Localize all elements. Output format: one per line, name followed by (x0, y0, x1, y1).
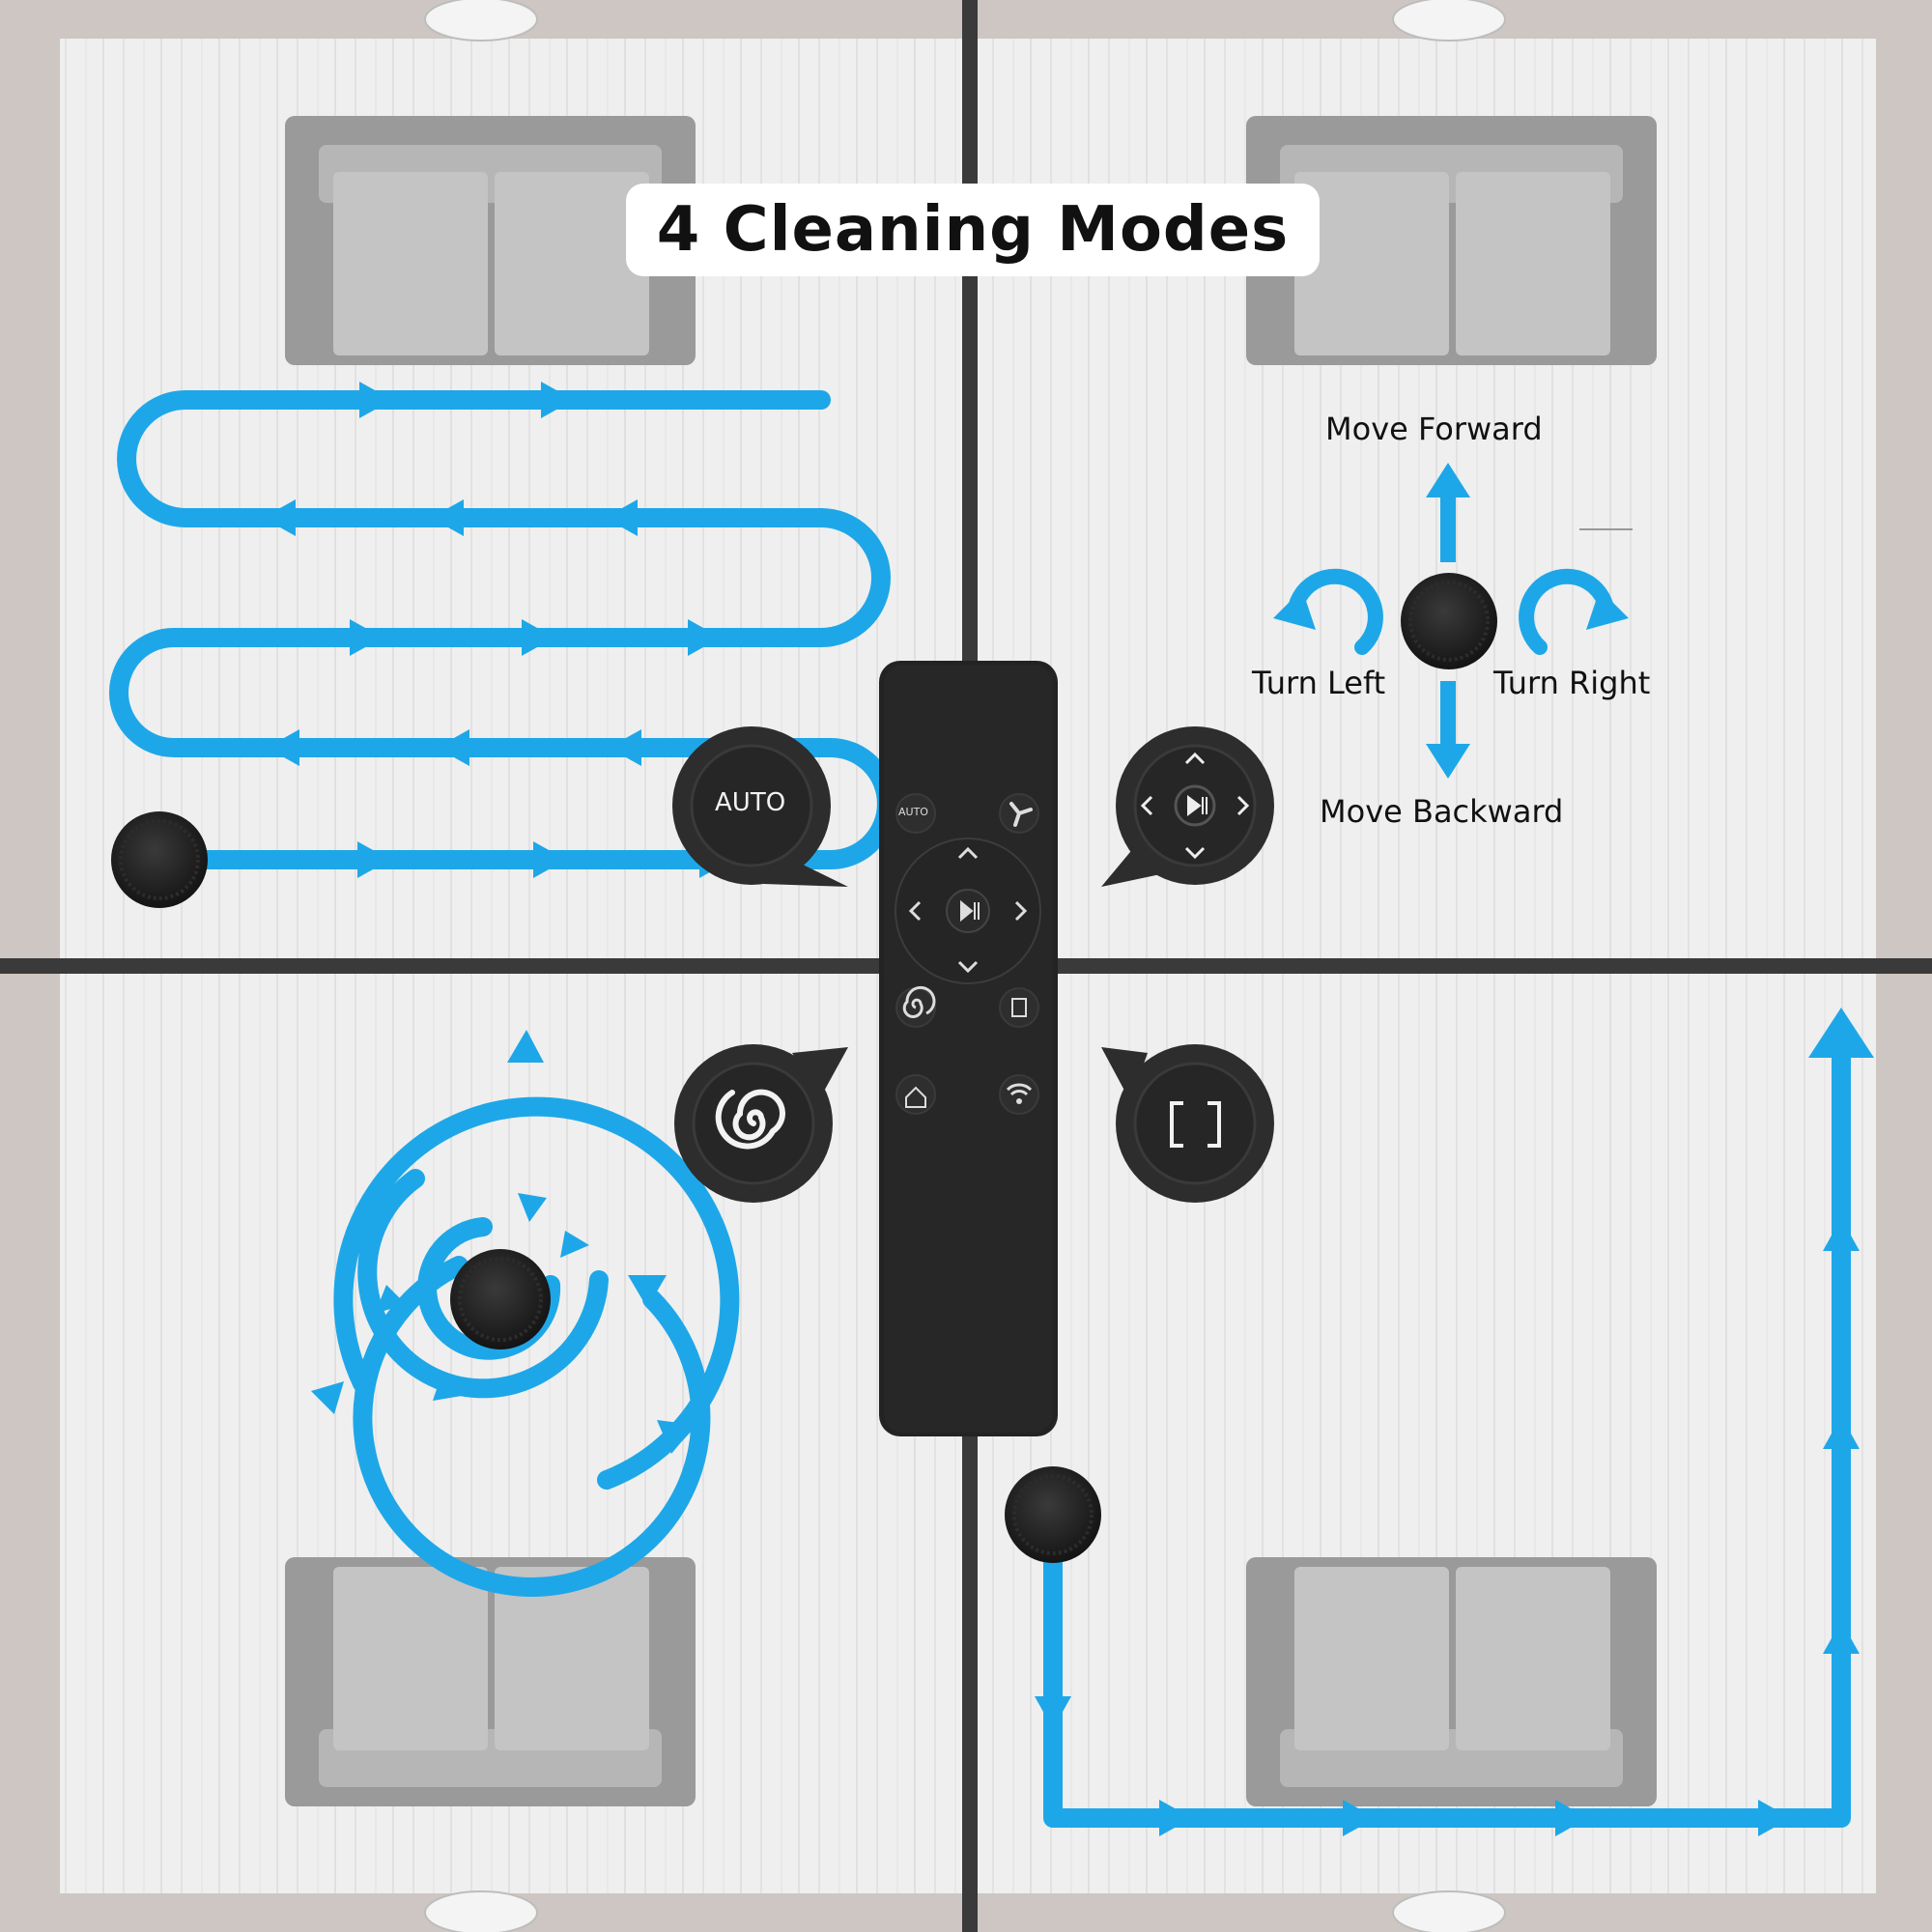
callout-auto (672, 726, 848, 887)
sofa-top-left (285, 116, 696, 365)
move-backward-label: Move Backward (1320, 793, 1564, 830)
callout-auto-label: AUTO (715, 788, 786, 817)
sofa-bottom-right (1246, 1557, 1657, 1806)
robot-vacuum-spiral (450, 1249, 551, 1350)
spiral-arrows (311, 1030, 696, 1454)
robot-vacuum-zigzag (111, 811, 208, 908)
turn-left-label: Turn Left (1252, 665, 1386, 701)
callout-spiral (674, 1044, 848, 1203)
callout-manual (1101, 726, 1274, 887)
spiral-path (333, 1096, 740, 1597)
zigzag-path (109, 390, 896, 869)
remote-edge-button (999, 987, 1039, 1028)
robot-vacuum-manual (1401, 573, 1497, 669)
callout-edge (1101, 1044, 1274, 1203)
robot-vacuum-edge (1005, 1466, 1101, 1563)
turn-left-arrowhead (1273, 589, 1316, 630)
edge-arrows (1035, 1008, 1874, 1836)
spiral-icon (715, 1089, 785, 1150)
lamp-icon (424, 0, 1506, 1932)
remote-auto-label: AUTO (898, 806, 928, 818)
remote-auto-button (895, 793, 936, 834)
remote-control (879, 661, 1058, 1436)
edge-icon (1170, 1101, 1221, 1148)
sofa-bottom-left (285, 1557, 696, 1806)
turn-right-arrowhead (1586, 589, 1629, 630)
move-forward-label: Move Forward (1325, 411, 1543, 447)
direction-arrows (1426, 463, 1470, 779)
wifi-icon (999, 1074, 1039, 1115)
sofa-top-right (1246, 116, 1657, 365)
page-title: 4 Cleaning Modes (626, 184, 1320, 276)
turn-right-label: Turn Right (1493, 665, 1651, 701)
